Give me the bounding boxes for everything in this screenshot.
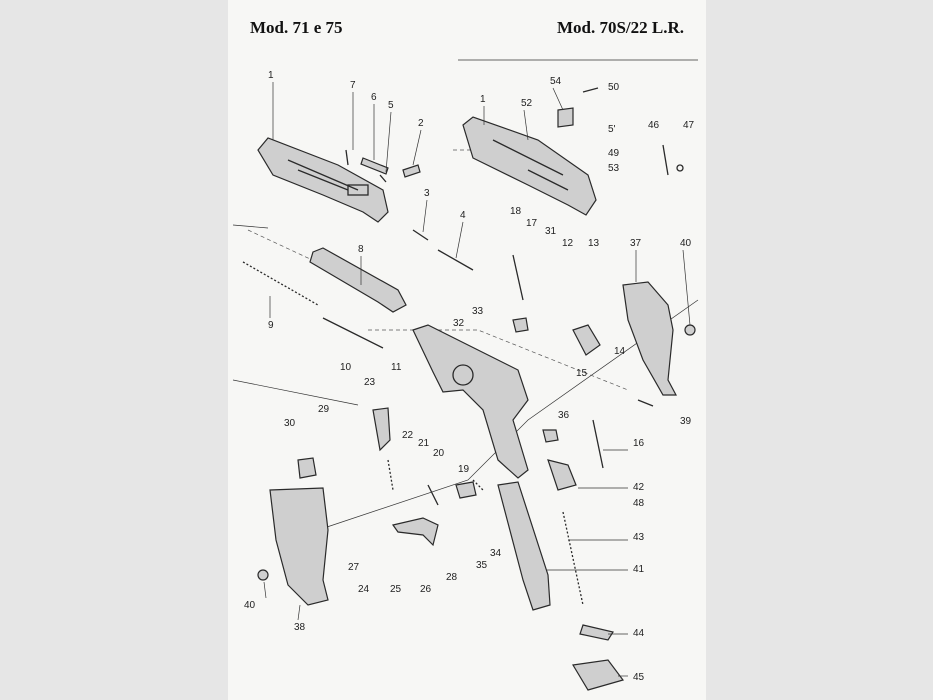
part-33 — [512, 317, 529, 333]
label-p52: 52 — [521, 98, 533, 109]
label-p37: 37 — [630, 238, 642, 249]
label-p26: 26 — [420, 584, 432, 595]
label-p10: 10 — [340, 362, 352, 373]
label-p53: 53 — [608, 163, 620, 174]
grip-panel-part-38 — [269, 487, 329, 606]
label-p23: 23 — [364, 377, 376, 388]
part-42 — [547, 459, 577, 491]
title-left: Mod. 71 e 75 — [250, 18, 343, 37]
label-p44: 44 — [633, 628, 645, 639]
part-28 — [427, 484, 439, 506]
label-p21: 21 — [418, 438, 430, 449]
label-p12: 12 — [562, 238, 574, 249]
label-p36: 36 — [558, 410, 570, 421]
label-p22: 22 — [402, 430, 414, 441]
label-p3: 3 — [424, 188, 430, 199]
label-p40b: 40 — [244, 600, 256, 611]
label-p8: 8 — [358, 244, 364, 255]
spring-part-5 — [379, 174, 387, 183]
label-p33: 33 — [472, 306, 484, 317]
label-p27: 27 — [348, 562, 360, 573]
label-p13: 13 — [588, 238, 600, 249]
label-p35: 35 — [476, 560, 488, 571]
pin-part-4 — [437, 249, 474, 271]
label-p51: 5' — [608, 124, 616, 135]
label-p16: 16 — [633, 438, 645, 449]
follower-part-44 — [579, 624, 614, 641]
slide-part-1-70s — [462, 116, 597, 216]
label-p5: 5 — [388, 100, 394, 111]
part-47 — [676, 164, 684, 172]
pin-part-39 — [637, 399, 654, 407]
magazine-spring-part-43 — [562, 511, 584, 606]
label-p18: 18 — [510, 206, 522, 217]
label-p50a: 50 — [608, 82, 620, 93]
frame-part-11 — [412, 324, 529, 479]
part-36 — [542, 429, 559, 443]
label-p6: 6 — [371, 92, 377, 103]
part-54 — [557, 107, 574, 128]
part-number-labels: 1 7 6 5 2 3 4 8 9 10 11 1 52 54 50 5' 49… — [244, 70, 695, 683]
label-p19: 19 — [458, 464, 470, 475]
label-p25: 25 — [390, 584, 402, 595]
label-p9: 9 — [268, 320, 274, 331]
part-46 — [662, 144, 669, 176]
spring-part-3 — [412, 229, 429, 241]
label-p17: 17 — [526, 218, 538, 229]
label-p7: 7 — [350, 80, 356, 91]
label-p42: 42 — [633, 482, 645, 493]
label-p32: 32 — [453, 318, 465, 329]
part-26 — [391, 517, 439, 547]
label-p28: 28 — [446, 572, 458, 583]
label-p48: 48 — [633, 498, 645, 509]
diagram-sheet: Mod. 71 e 75 Mod. 70S/22 L.R. — [228, 0, 706, 700]
part-16 — [592, 419, 604, 469]
label-p30: 30 — [284, 418, 296, 429]
label-p34: 34 — [490, 548, 502, 559]
part-6 — [360, 157, 389, 175]
part-14 — [572, 324, 601, 356]
recoil-spring-part-9 — [242, 261, 319, 306]
trigger-part-23 — [372, 407, 391, 452]
label-p47: 47 — [683, 120, 695, 131]
label-p24: 24 — [358, 584, 370, 595]
label-p41: 41 — [633, 564, 645, 575]
slide-part-1 — [257, 137, 389, 223]
barrel-part-8 — [309, 247, 407, 313]
exploded-parts-diagram: 1 7 6 5 2 3 4 8 9 10 11 1 52 54 50 5' 49… — [232, 59, 699, 691]
screw-part-40-right — [684, 324, 696, 336]
label-p15: 15 — [576, 368, 588, 379]
spring-part-24 — [387, 459, 394, 491]
label-p45: 45 — [633, 672, 645, 683]
label-p1a: 1 — [268, 70, 274, 81]
part-17 — [512, 254, 524, 301]
guide-rod-part-10 — [322, 317, 384, 349]
base-plate-part-45 — [572, 659, 625, 691]
pin-part-7 — [345, 149, 349, 166]
label-p43: 43 — [633, 532, 645, 543]
label-p54: 54 — [550, 76, 562, 87]
part-30 — [297, 457, 317, 479]
label-p4: 4 — [460, 210, 466, 221]
label-p29: 29 — [318, 404, 330, 415]
magazine-part-41 — [497, 481, 551, 611]
screw-part-40 — [257, 569, 269, 581]
title-right: Mod. 70S/22 L.R. — [556, 18, 684, 37]
label-p49: 49 — [608, 148, 620, 159]
label-p40a: 40 — [680, 238, 692, 249]
label-p38: 38 — [294, 622, 306, 633]
part-50 — [582, 87, 599, 93]
grip-panel-part-37 — [622, 281, 677, 396]
label-p31: 31 — [545, 226, 557, 237]
label-p39: 39 — [680, 416, 692, 427]
label-p20: 20 — [433, 448, 445, 459]
label-p1b: 1 — [480, 94, 486, 105]
label-p11: 11 — [391, 362, 402, 373]
label-p14: 14 — [614, 346, 626, 357]
label-p2: 2 — [418, 118, 424, 129]
part-2 — [402, 164, 421, 178]
part-35 — [455, 481, 477, 499]
label-p46: 46 — [648, 120, 660, 131]
